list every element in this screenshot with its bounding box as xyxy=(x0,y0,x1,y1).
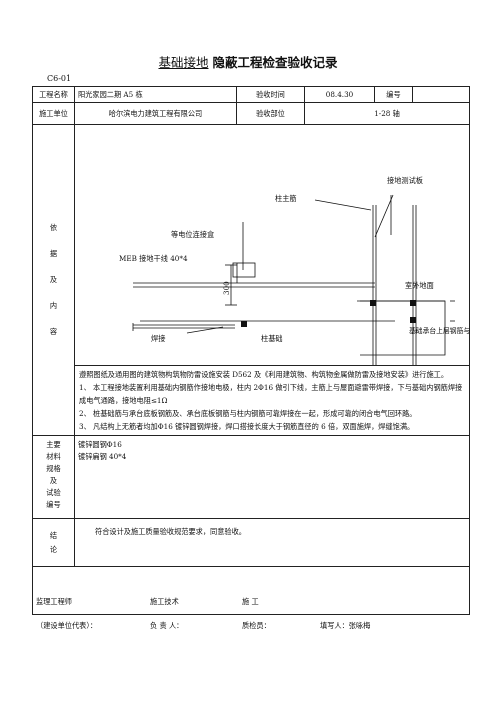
unit-value: 哈尔滨电力建筑工程有限公司 xyxy=(74,102,237,125)
weld-point-1 xyxy=(370,300,376,306)
content-text: 遵照图纸及通用图的建筑物构筑物防雷设施安装 D562 及《利用建筑物、构筑物金属… xyxy=(74,365,470,436)
diagram-svg: 接地测试板 柱主筋 等电位连接盒 MEB 接地干线 40*4 300 室外地面 … xyxy=(119,176,470,365)
materials-label: 主要材料规格及试验编号 xyxy=(32,435,75,519)
part-value: 1-28 轴 xyxy=(304,102,470,125)
content-item-3: 3、 凡结构上无筋者均加Φ16 镀锌圆钢焊接，焊口搭接长度大于钢筋直径的 6 倍… xyxy=(79,422,415,431)
content-item-2: 2、 桩基础筋与承台底板钢筋及、承台底板钢筋与柱内钢筋可靠焊接在一起，形成可靠的… xyxy=(79,409,417,418)
document-title: 基础接地 隐蔽工程检查验收记录 xyxy=(0,52,496,71)
project-label: 工程名称 xyxy=(32,86,75,103)
material-1: 镀锌圆钢Φ16 xyxy=(78,440,122,449)
conclusion-text: 符合设计及施工质量验收规范要求，同意验收。 xyxy=(74,518,470,567)
label-foundation: 柱基础 xyxy=(261,334,283,343)
material-2: 镀锌扁钢 40*4 xyxy=(78,452,127,461)
sig-tech-resp: 负 责 人： xyxy=(150,621,184,630)
title-prefix: 基础接地 xyxy=(158,55,209,70)
sig-tech: 施工技术 xyxy=(150,597,179,606)
label-weld: 焊接 xyxy=(151,334,165,343)
label-column-rebar: 柱主筋 xyxy=(275,194,297,203)
project-value: 阳光家园二期 A5 栋 xyxy=(74,86,237,103)
sig-inspector: 质检员： xyxy=(242,621,271,630)
conclusion-label: 结论 xyxy=(32,518,75,567)
label-meb: MEB 接地干线 40*4 xyxy=(119,254,188,263)
materials-items: 镀锌圆钢Φ16 镀锌扁钢 40*4 xyxy=(74,435,470,519)
foundation-cap xyxy=(360,300,446,356)
basis-label: 依据及内容 xyxy=(32,124,75,436)
unit-label: 施工单位 xyxy=(32,102,75,125)
number-label: 编号 xyxy=(374,86,413,103)
label-equip-box: 等电位连接盒 xyxy=(171,230,214,239)
part-label: 验收部位 xyxy=(236,102,305,125)
title-main: 隐蔽工程检查验收记录 xyxy=(212,55,338,70)
label-test-plate: 接地测试板 xyxy=(387,176,423,185)
weld-point-2 xyxy=(410,300,416,306)
content-item-1: 1、 本工程接地装置利用基础内钢筋作接地电极，柱内 2Φ16 做引下线，主筋上与… xyxy=(79,383,463,405)
content-intro: 遵照图纸及通用图的建筑物构筑物防雷设施安装 D562 及《利用建筑物、构筑物金属… xyxy=(79,370,449,379)
number-value xyxy=(412,86,470,103)
junction-box xyxy=(232,262,256,278)
signature-row xyxy=(32,566,470,615)
form-code: C6-01 xyxy=(47,74,72,83)
label-cap-note: 基础承台上层钢筋与柱主筋 xyxy=(409,326,470,335)
grounding-diagram: 接地测试板 柱主筋 等电位连接盒 MEB 接地干线 40*4 300 室外地面 … xyxy=(74,124,470,366)
weld-point-4 xyxy=(241,321,247,327)
date-value: 08.4.30 xyxy=(304,86,375,103)
date-label: 验收时间 xyxy=(236,86,305,103)
sig-construction: 施 工 xyxy=(242,597,259,606)
sig-filler: 填写人：张咏梅 xyxy=(320,621,371,630)
sig-owner-rep: （建设单位代表）： xyxy=(36,621,98,630)
label-dim: 300 xyxy=(222,281,231,295)
record-table: 工程名称 阳光家园二期 A5 栋 验收时间 08.4.30 编号 施工单位 哈尔… xyxy=(32,86,470,615)
weld-point-3 xyxy=(410,317,416,323)
label-floor: 室外地面 xyxy=(405,281,434,290)
sig-supervisor: 监理工程师 xyxy=(36,597,72,606)
